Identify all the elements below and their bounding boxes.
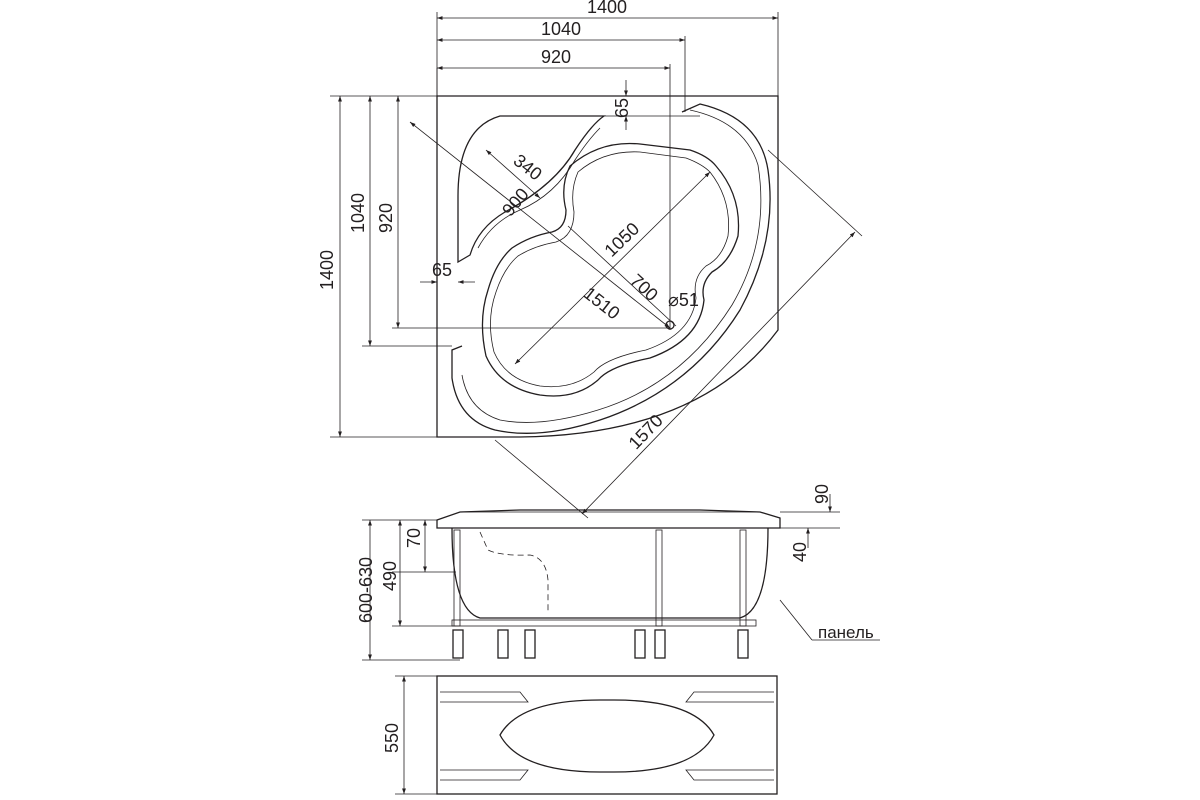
panel-groove-tl — [440, 691, 529, 703]
label-90: 90 — [812, 484, 832, 504]
diag-line-1570 — [581, 231, 856, 515]
label-1400-top: 1400 — [587, 0, 627, 17]
label-1050: 1050 — [600, 219, 643, 261]
label-1510: 1510 — [580, 283, 624, 323]
tub-outline — [436, 95, 779, 438]
frame-leg-2 — [655, 529, 663, 627]
side-view: 600-630 490 70 90 40 панель — [356, 484, 880, 661]
label-drain: ⌀51 — [668, 290, 699, 310]
label-65-top: 65 — [612, 98, 632, 118]
basin-inner-outline — [490, 151, 729, 388]
tub-rim — [436, 509, 781, 529]
label-920-left: 920 — [376, 203, 396, 233]
panel-view: 550 — [382, 675, 778, 795]
label-40: 40 — [790, 542, 810, 562]
frame-rail — [451, 619, 757, 627]
top-view: 1400 1040 920 65 1400 1040 920 65 340 90… — [317, 0, 863, 519]
feet — [452, 629, 749, 659]
label-70: 70 — [404, 528, 424, 548]
diag-line-1050 — [514, 171, 711, 365]
label-600-630: 600-630 — [356, 557, 376, 623]
label-1400-left: 1400 — [317, 250, 337, 290]
panel-groove-bl — [440, 769, 529, 781]
label-65-left: 65 — [432, 260, 452, 280]
panel-groove-br — [685, 769, 774, 781]
tub-body — [451, 527, 769, 619]
panel-oval — [499, 699, 715, 773]
label-1040-top: 1040 — [541, 19, 581, 39]
label-700: 700 — [626, 270, 662, 305]
label-panel: панель — [818, 623, 874, 642]
armrest — [477, 127, 601, 249]
label-550: 550 — [382, 723, 402, 753]
label-1040-left: 1040 — [348, 193, 368, 233]
label-490: 490 — [380, 561, 400, 591]
frame-leg-1 — [453, 529, 461, 627]
label-920-top: 920 — [541, 47, 571, 67]
front-panel — [436, 675, 778, 795]
rim-contour — [457, 115, 607, 264]
frame-leg-3 — [739, 529, 747, 627]
panel-groove-tr — [685, 691, 774, 703]
seat-outline — [479, 531, 549, 612]
label-340: 340 — [510, 150, 546, 184]
panel-leader — [779, 599, 813, 641]
label-1570: 1570 — [625, 410, 667, 453]
